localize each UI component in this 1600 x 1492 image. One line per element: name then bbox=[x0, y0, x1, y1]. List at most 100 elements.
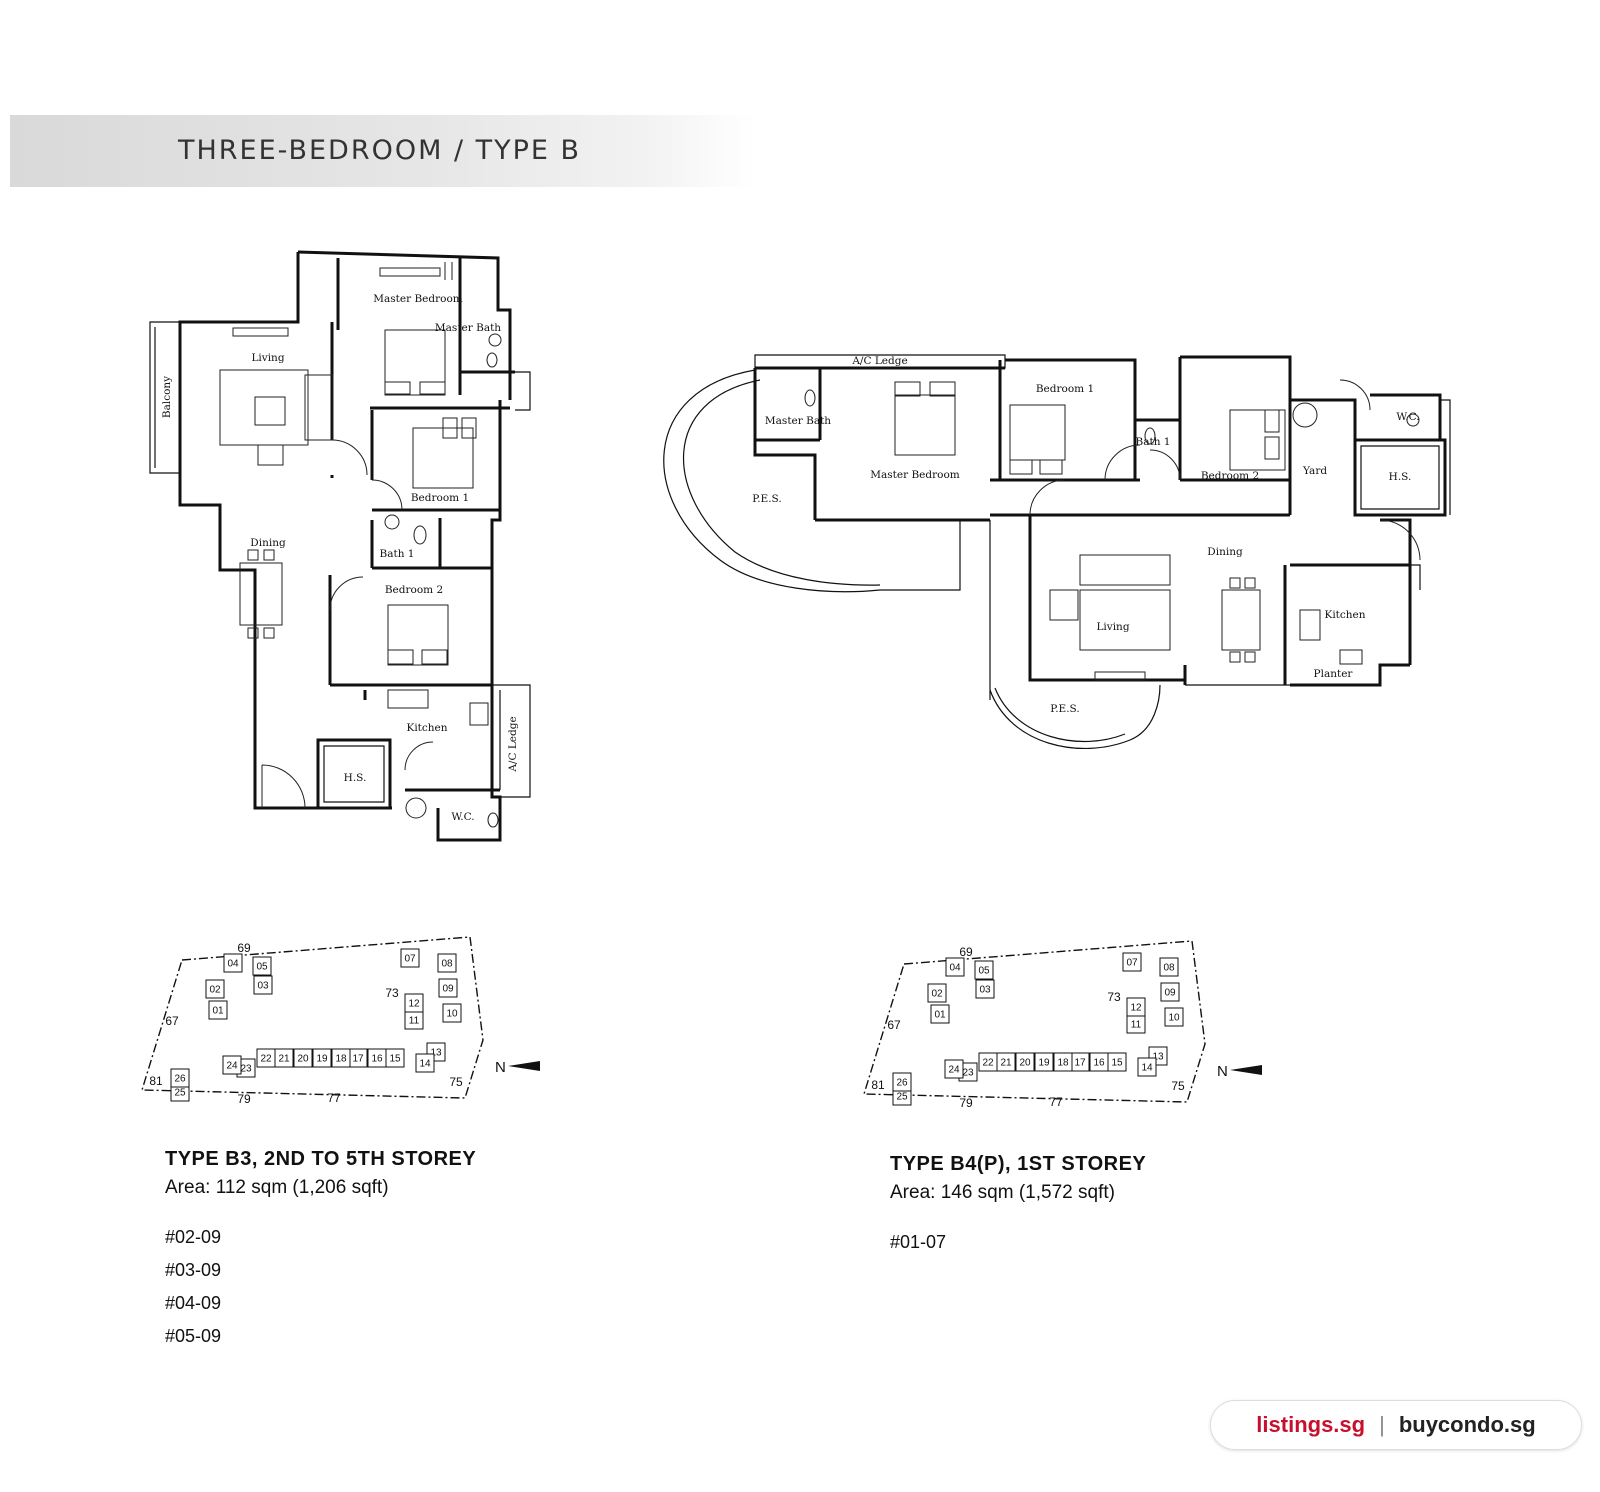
north-arrow-icon bbox=[1230, 1065, 1262, 1075]
block-label-07: 07 bbox=[1126, 958, 1138, 969]
block-label-02: 02 bbox=[931, 989, 943, 1000]
block-label-21: 21 bbox=[278, 1054, 290, 1065]
block-label-19: 19 bbox=[316, 1054, 328, 1065]
block-label-11: 11 bbox=[1131, 1020, 1142, 1031]
block-12 bbox=[1126, 997, 1146, 1017]
unit-number-list: #02-09 #03-09 #04-09 #05-09 bbox=[165, 1221, 476, 1353]
block-label-10: 10 bbox=[1168, 1013, 1180, 1024]
b4-master-bedroom-label: Master Bedroom bbox=[870, 469, 960, 481]
b4-bedroom1-label: Bedroom 1 bbox=[1036, 383, 1094, 395]
block-label-23: 23 bbox=[240, 1064, 252, 1075]
block-label-13: 13 bbox=[1152, 1052, 1164, 1063]
block-07 bbox=[1122, 952, 1142, 972]
block-label-12: 12 bbox=[408, 999, 420, 1010]
block-08 bbox=[437, 953, 457, 973]
block-label-18: 18 bbox=[1057, 1058, 1069, 1069]
block-22 bbox=[978, 1052, 998, 1072]
branding-badge[interactable]: listings.sg | buycondo.sg bbox=[1210, 1400, 1582, 1450]
road-label-69: 69 bbox=[959, 945, 973, 959]
block-label-03: 03 bbox=[257, 981, 269, 992]
block-05 bbox=[252, 956, 272, 976]
brand-separator: | bbox=[1379, 1412, 1385, 1437]
block-label-13: 13 bbox=[430, 1048, 442, 1059]
block-04 bbox=[945, 957, 965, 977]
block-16 bbox=[367, 1048, 387, 1068]
block-label-17: 17 bbox=[352, 1054, 364, 1065]
block-03 bbox=[975, 979, 995, 999]
block-label-11: 11 bbox=[409, 1016, 420, 1027]
block-label-04: 04 bbox=[949, 963, 961, 974]
block-label-26: 26 bbox=[896, 1078, 908, 1089]
road-label-79: 79 bbox=[237, 1092, 251, 1106]
road-label-73: 73 bbox=[385, 986, 399, 1000]
b4-kitchen-label: Kitchen bbox=[1324, 609, 1365, 621]
road-label-75: 75 bbox=[449, 1075, 463, 1089]
b4-bath1-label: Bath 1 bbox=[1136, 436, 1171, 448]
block-label-04: 04 bbox=[227, 959, 239, 970]
b3-hs-label: H.S. bbox=[344, 772, 367, 784]
block-01 bbox=[208, 1000, 228, 1020]
road-label-73: 73 bbox=[1107, 990, 1121, 1004]
block-label-01: 01 bbox=[934, 1010, 946, 1021]
block-label-26: 26 bbox=[174, 1074, 186, 1085]
unit-info-b4: TYPE B4(P), 1ST STOREY Area: 146 sqm (1,… bbox=[890, 1153, 1146, 1259]
b4-living-label: Living bbox=[1096, 621, 1129, 633]
block-label-23: 23 bbox=[962, 1068, 974, 1079]
unit-number: #05-09 bbox=[165, 1326, 222, 1346]
floor-plan-b4 bbox=[663, 354, 1451, 750]
block-24 bbox=[944, 1059, 964, 1079]
block-label-25: 25 bbox=[896, 1092, 908, 1103]
block-18 bbox=[1053, 1052, 1073, 1072]
block-label-14: 14 bbox=[419, 1059, 431, 1070]
north-label: N bbox=[495, 1059, 506, 1076]
brand-buycondo-link[interactable]: buycondo.sg bbox=[1398, 1412, 1536, 1437]
north-arrow-icon bbox=[508, 1061, 540, 1071]
block-08 bbox=[1159, 957, 1179, 977]
block-label-03: 03 bbox=[979, 985, 991, 996]
floor-plan-b3 bbox=[149, 250, 531, 842]
block-label-20: 20 bbox=[1019, 1058, 1031, 1069]
block-label-25: 25 bbox=[174, 1088, 186, 1099]
brand-listings-link[interactable]: listings.sg bbox=[1256, 1412, 1366, 1437]
page-title: THREE-BEDROOM / TYPE B bbox=[178, 135, 582, 166]
site-boundary bbox=[863, 940, 1206, 1103]
unit-number: #01-07 bbox=[890, 1232, 947, 1252]
block-label-20: 20 bbox=[297, 1054, 309, 1065]
block-22 bbox=[256, 1048, 276, 1068]
block-label-16: 16 bbox=[1093, 1058, 1105, 1069]
b3-master-bath-label: Master Bath bbox=[435, 322, 501, 334]
block-label-09: 09 bbox=[1164, 988, 1176, 999]
road-label-77: 77 bbox=[1049, 1095, 1063, 1109]
b3-balcony-label: Balcony bbox=[161, 376, 173, 418]
unit-area: Area: 112 sqm (1,206 sqft) bbox=[165, 1177, 389, 1198]
road-label-69: 69 bbox=[237, 941, 251, 955]
block-label-14: 14 bbox=[1141, 1063, 1153, 1074]
block-07 bbox=[400, 948, 420, 968]
b3-master-label-line: Master Bedroom bbox=[373, 293, 463, 305]
b3-bedroom2-label: Bedroom 2 bbox=[385, 584, 443, 596]
b3-bath1-label: Bath 1 bbox=[380, 548, 415, 560]
unit-type-title: TYPE B3, 2ND TO 5TH STOREY bbox=[165, 1148, 477, 1170]
unit-number: #03-09 bbox=[165, 1260, 222, 1280]
road-label-75: 75 bbox=[1171, 1079, 1185, 1093]
block-label-22: 22 bbox=[260, 1054, 272, 1065]
block-label-15: 15 bbox=[389, 1054, 401, 1065]
b4-ac-ledge-label: A/C Ledge bbox=[851, 355, 907, 367]
block-10 bbox=[442, 1003, 462, 1023]
block-label-24: 24 bbox=[226, 1061, 238, 1072]
block-label-10: 10 bbox=[446, 1009, 458, 1020]
block-16 bbox=[1089, 1052, 1109, 1072]
b3-bedroom1-label: Bedroom 1 bbox=[411, 492, 469, 504]
b3-wc-label: W.C. bbox=[451, 811, 474, 823]
road-label-67: 67 bbox=[165, 1014, 179, 1028]
block-label-09: 09 bbox=[442, 984, 454, 995]
unit-area: Area: 146 sqm (1,572 sqft) bbox=[890, 1182, 1115, 1203]
block-20 bbox=[293, 1048, 313, 1068]
site-boundary bbox=[141, 936, 484, 1099]
block-24 bbox=[222, 1055, 242, 1075]
block-label-19: 19 bbox=[1038, 1058, 1050, 1069]
block-26 bbox=[892, 1072, 912, 1092]
block-label-12: 12 bbox=[1130, 1003, 1142, 1014]
road-label-79: 79 bbox=[959, 1096, 973, 1110]
